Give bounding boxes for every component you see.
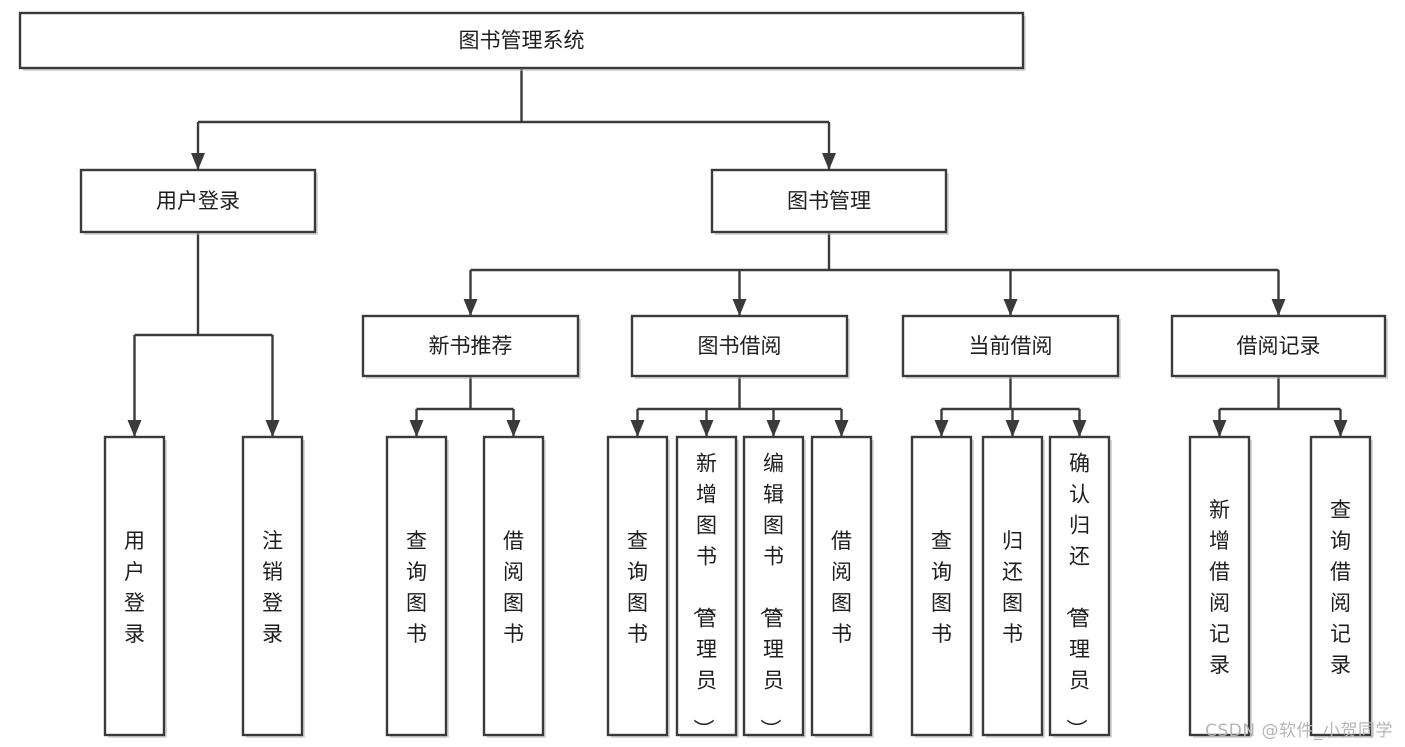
node-borrow-record[interactable]: 借阅记录 bbox=[1170, 314, 1388, 379]
node-box[interactable] bbox=[1188, 435, 1251, 737]
node-label: 编辑图书（管理员） bbox=[758, 452, 784, 740]
node-leaf-cb-return[interactable]: 归还图书 bbox=[981, 435, 1045, 738]
node-box[interactable] bbox=[482, 435, 545, 737]
node-box[interactable] bbox=[241, 435, 304, 737]
node-label: 当前借阅 bbox=[969, 334, 1053, 358]
arrow-head-icon bbox=[463, 299, 478, 316]
node-box[interactable] bbox=[79, 168, 317, 234]
node-label: 新书推荐 bbox=[429, 334, 513, 358]
node-label: 用户登录 bbox=[156, 189, 240, 213]
node-box[interactable] bbox=[910, 435, 973, 737]
connector-c-manage bbox=[463, 232, 1286, 316]
node-leaf-rec-query[interactable]: 查询图书 bbox=[385, 435, 449, 738]
arrow-head-icon bbox=[834, 420, 849, 437]
node-leaf-bb-query[interactable]: 查询图书 bbox=[606, 435, 670, 738]
node-user-login[interactable]: 用户登录 bbox=[79, 168, 318, 235]
node-leaf-cb-query[interactable]: 查询图书 bbox=[910, 435, 974, 738]
node-box[interactable] bbox=[675, 435, 738, 737]
node-book-borrow[interactable]: 图书借阅 bbox=[630, 314, 850, 379]
node-label: 确认归还（管理员） bbox=[1064, 452, 1090, 740]
node-leaf-bb-add[interactable]: 新增图书（管理员） bbox=[675, 435, 739, 740]
node-box[interactable] bbox=[1170, 314, 1387, 378]
node-box[interactable] bbox=[1309, 435, 1372, 737]
node-layer: 图书管理系统用户登录图书管理新书推荐图书借阅当前借阅借阅记录用户登录注销登录查询… bbox=[18, 11, 1388, 740]
node-current-borrow[interactable]: 当前借阅 bbox=[901, 314, 1121, 379]
node-box[interactable] bbox=[630, 314, 849, 378]
arrow-head-icon bbox=[127, 420, 142, 437]
node-label: 查询图书 bbox=[931, 529, 952, 646]
node-label: 查询图书 bbox=[406, 529, 427, 646]
node-label: 查询借阅记录 bbox=[1330, 498, 1351, 677]
arrow-head-icon bbox=[630, 420, 645, 437]
node-new-book-rec[interactable]: 新书推荐 bbox=[361, 314, 581, 379]
node-label: 新增借阅记录 bbox=[1209, 498, 1230, 677]
node-label: 新增图书（管理员） bbox=[691, 452, 717, 740]
connector-c-current bbox=[934, 376, 1087, 437]
arrow-head-icon bbox=[1072, 420, 1087, 437]
arrow-head-icon bbox=[1212, 420, 1227, 437]
node-label: 借阅记录 bbox=[1237, 334, 1321, 358]
connector-c-record bbox=[1212, 376, 1348, 437]
arrow-head-icon bbox=[265, 420, 280, 437]
node-book-manage[interactable]: 图书管理 bbox=[710, 168, 949, 235]
arrow-head-icon bbox=[409, 420, 424, 437]
node-leaf-br-query[interactable]: 查询借阅记录 bbox=[1309, 435, 1373, 738]
node-label: 查询图书 bbox=[627, 529, 648, 646]
node-box[interactable] bbox=[606, 435, 669, 737]
connector-c-root bbox=[191, 68, 836, 170]
node-leaf-logout[interactable]: 注销登录 bbox=[241, 435, 305, 738]
arrow-head-icon bbox=[934, 420, 949, 437]
node-box[interactable] bbox=[1048, 435, 1111, 737]
connector-layer bbox=[127, 68, 1348, 437]
node-label: 图书管理系统 bbox=[459, 29, 585, 53]
arrow-head-icon bbox=[822, 153, 836, 170]
arrow-head-icon bbox=[732, 299, 747, 316]
node-label: 注销登录 bbox=[262, 529, 283, 646]
node-box[interactable] bbox=[385, 435, 448, 737]
arrow-head-icon bbox=[1333, 420, 1348, 437]
arrow-head-icon bbox=[766, 420, 781, 437]
node-box[interactable] bbox=[361, 314, 580, 378]
node-box[interactable] bbox=[981, 435, 1044, 737]
node-box[interactable] bbox=[742, 435, 805, 737]
node-label: 借阅图书 bbox=[831, 529, 852, 646]
node-leaf-rec-borrow[interactable]: 借阅图书 bbox=[482, 435, 546, 738]
node-leaf-bb-edit[interactable]: 编辑图书（管理员） bbox=[742, 435, 806, 740]
node-leaf-br-add[interactable]: 新增借阅记录 bbox=[1188, 435, 1252, 738]
node-label: 归还图书 bbox=[1002, 529, 1023, 646]
node-box[interactable] bbox=[710, 168, 948, 234]
node-root[interactable]: 图书管理系统 bbox=[18, 11, 1026, 71]
node-box[interactable] bbox=[810, 435, 873, 737]
node-leaf-cb-confirm[interactable]: 确认归还（管理员） bbox=[1048, 435, 1112, 740]
node-label: 用户登录 bbox=[124, 529, 145, 646]
node-label: 图书借阅 bbox=[698, 334, 782, 358]
arrow-head-icon bbox=[1003, 299, 1018, 316]
node-box[interactable] bbox=[103, 435, 166, 737]
node-label: 借阅图书 bbox=[503, 529, 524, 646]
connector-c-borrow bbox=[630, 376, 849, 437]
arrow-head-icon bbox=[191, 153, 205, 170]
arrow-head-icon bbox=[506, 420, 521, 437]
node-leaf-user-login[interactable]: 用户登录 bbox=[103, 435, 167, 738]
connector-c-rec bbox=[409, 376, 521, 437]
node-label: 图书管理 bbox=[787, 189, 871, 213]
arrow-head-icon bbox=[1271, 299, 1286, 316]
node-box[interactable] bbox=[901, 314, 1120, 378]
connector-c-user bbox=[127, 232, 280, 437]
node-leaf-bb-borrow[interactable]: 借阅图书 bbox=[810, 435, 874, 738]
arrow-head-icon bbox=[699, 420, 714, 437]
node-box[interactable] bbox=[18, 11, 1025, 70]
arrow-head-icon bbox=[1005, 420, 1020, 437]
